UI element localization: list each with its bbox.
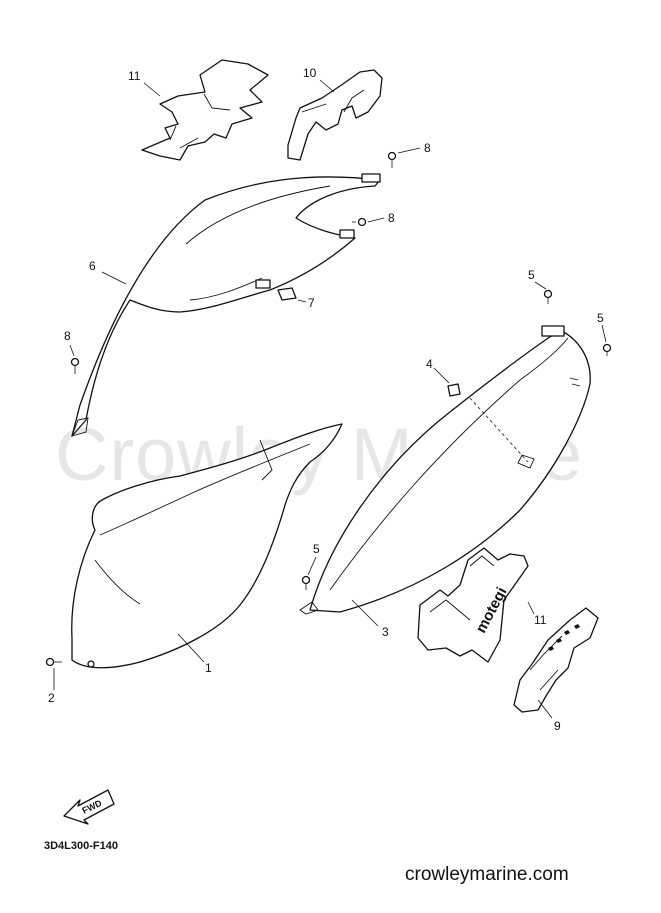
bolt-5-upper[interactable] — [543, 289, 553, 305]
bolt-8-top[interactable] — [387, 151, 397, 169]
leader-lines — [53, 79, 607, 719]
callout-6: 6 — [89, 259, 96, 273]
callout-7: 7 — [308, 296, 315, 310]
callout-10: 10 — [303, 66, 317, 80]
diagram-code: 3D4L300-F140 — [44, 840, 118, 852]
part-10-decal-top[interactable] — [287, 69, 383, 161]
bolt-2[interactable] — [45, 657, 63, 667]
part-11-decal-top[interactable] — [141, 59, 269, 161]
bolt-8-left[interactable] — [70, 357, 80, 375]
part-3-right-cover[interactable] — [299, 325, 591, 615]
fwd-arrow-icon: FWD — [63, 789, 115, 825]
callout-5-lower: 5 — [313, 542, 320, 556]
callout-2: 2 — [48, 691, 55, 705]
callout-8-left: 8 — [64, 329, 71, 343]
callout-9: 9 — [554, 719, 561, 733]
part-6-upper-cover[interactable] — [71, 173, 381, 437]
part-11-motegi-decal[interactable]: motegi — [417, 547, 529, 663]
clip-7[interactable] — [277, 287, 297, 301]
callout-4: 4 — [426, 357, 433, 371]
callout-5-upper: 5 — [528, 268, 535, 282]
bolt-5-lower[interactable] — [301, 575, 311, 591]
callout-11-motegi: 11 — [534, 613, 547, 627]
clip-4[interactable] — [447, 383, 461, 397]
part-1-lower-cover[interactable] — [71, 423, 343, 669]
callout-1: 1 — [205, 661, 212, 675]
callout-11-top: 11 — [128, 69, 141, 83]
callout-8-middle: 8 — [388, 211, 395, 225]
site-url[interactable]: crowleymarine.com — [405, 864, 569, 885]
bolt-5-right[interactable] — [602, 343, 612, 357]
callout-8-top: 8 — [424, 141, 431, 155]
bolt-8-middle[interactable] — [352, 217, 367, 227]
part-9-side-decal[interactable] — [513, 607, 599, 713]
callout-5-right: 5 — [597, 311, 604, 325]
callout-3: 3 — [382, 625, 389, 639]
